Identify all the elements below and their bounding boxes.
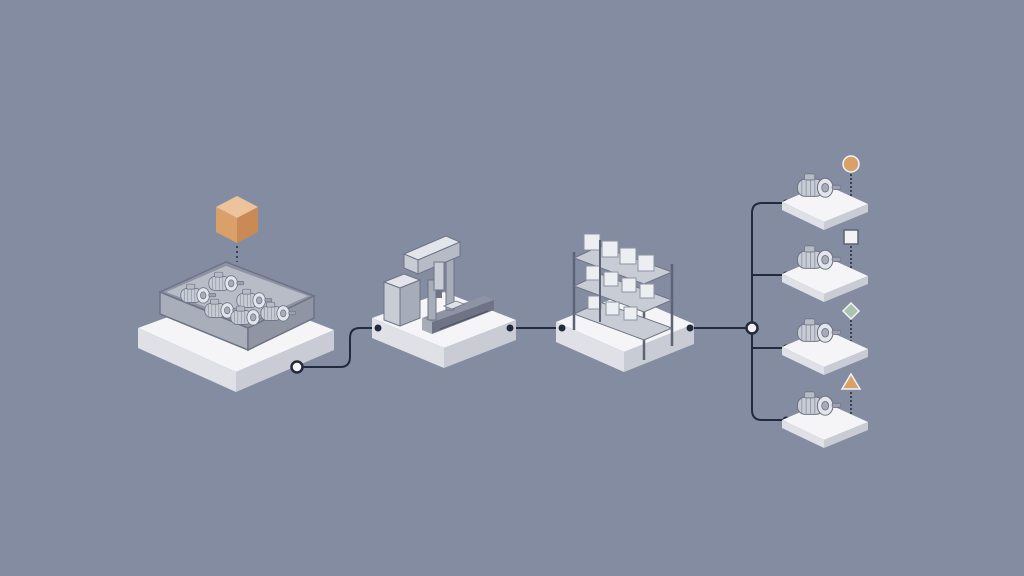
circle-marker-icon — [842, 155, 860, 173]
stage-warehouse-storage — [556, 233, 694, 372]
triangle-marker-icon — [840, 372, 862, 390]
output-4 — [782, 372, 868, 448]
output-1 — [782, 155, 868, 230]
diamond-marker-icon — [841, 301, 861, 321]
stage-raw-material-bin — [138, 196, 334, 392]
robotic-arm-conveyor-icon — [382, 235, 494, 334]
node-warehouse-input — [558, 324, 566, 332]
package-cube-icon — [216, 196, 258, 243]
node-bin-output — [290, 360, 304, 374]
node-assembly-input — [374, 324, 382, 332]
connector-lines — [296, 202, 787, 421]
node-warehouse-output — [686, 324, 694, 332]
branch-trunk — [751, 202, 787, 421]
stage-assembly-station — [372, 235, 516, 368]
connector-nodes — [290, 199, 790, 424]
node-assembly-output — [506, 324, 514, 332]
output-3 — [782, 301, 868, 375]
connector-bin-to-assembly — [296, 327, 379, 368]
storage-rack-icon — [572, 233, 674, 360]
node-distribution-hub — [745, 321, 759, 335]
square-marker-icon — [843, 229, 859, 245]
output-2 — [782, 229, 868, 302]
bin-with-motors-icon — [158, 261, 316, 352]
